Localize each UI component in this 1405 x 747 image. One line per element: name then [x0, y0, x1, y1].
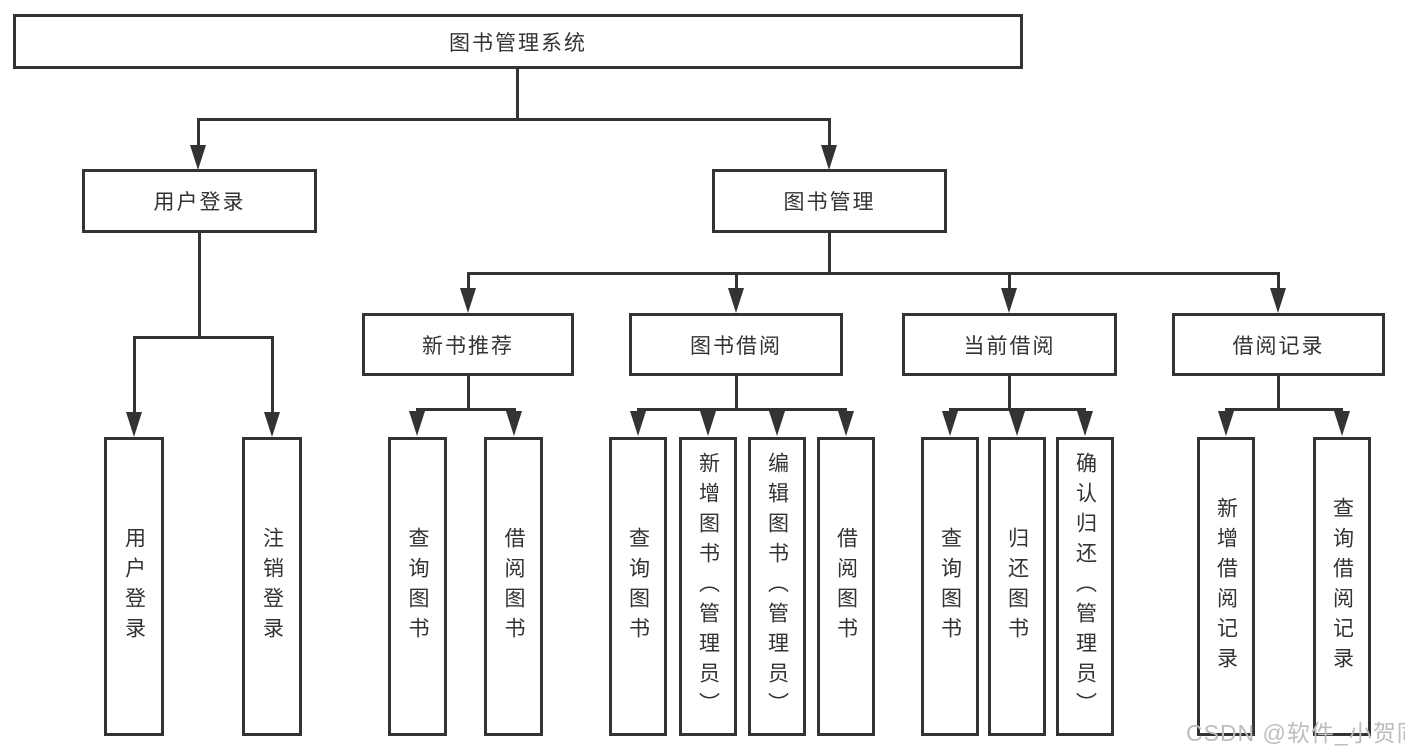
arrow-down-icon: [1009, 411, 1025, 436]
leaf-cb-return-book: 归还图书: [988, 437, 1046, 736]
leaf-nb-query-book: 查询图书: [388, 437, 447, 736]
leaf-label: 用户登录: [122, 526, 146, 647]
node-user-login: 用户登录: [82, 169, 317, 233]
node-new-book-recommend: 新书推荐: [362, 313, 574, 376]
connector-line: [197, 118, 831, 121]
connector-line: [735, 376, 738, 408]
leaf-label: 新增图书（管理员）: [696, 451, 720, 722]
connector-line: [467, 376, 470, 408]
leaf-label: 查询图书: [626, 526, 650, 647]
arrow-down-icon: [1218, 411, 1234, 436]
leaf-label: 注销登录: [260, 526, 284, 647]
node-book-management: 图书管理: [712, 169, 947, 233]
arrow-down-icon: [126, 412, 142, 437]
node-current-borrow: 当前借阅: [902, 313, 1117, 376]
arrow-down-icon: [460, 288, 476, 313]
node-root: 图书管理系统: [13, 14, 1023, 69]
leaf-cb-confirm-return-admin: 确认归还（管理员）: [1056, 437, 1114, 736]
leaf-label: 查询图书: [406, 526, 429, 647]
node-book-borrow: 图书借阅: [629, 313, 843, 376]
arrow-down-icon: [821, 145, 837, 170]
arrow-down-icon: [1077, 411, 1093, 436]
connector-line: [949, 408, 1086, 411]
connector-line: [1008, 376, 1011, 408]
leaf-label: 新增借阅记录: [1214, 496, 1238, 677]
arrow-down-icon: [1001, 288, 1017, 313]
connector-line: [467, 272, 470, 290]
arrow-down-icon: [190, 145, 206, 170]
connector-line: [197, 118, 200, 146]
node-borrow-record: 借阅记录: [1172, 313, 1385, 376]
connector-line: [828, 233, 831, 272]
connector-line: [133, 336, 273, 339]
connector-line: [271, 336, 274, 413]
leaf-bb-add-book-admin: 新增图书（管理员）: [679, 437, 737, 736]
leaf-user-login: 用户登录: [104, 437, 164, 736]
connector-line: [1225, 408, 1343, 411]
arrow-down-icon: [769, 411, 785, 436]
connector-line: [516, 69, 519, 118]
arrow-down-icon: [838, 411, 854, 436]
leaf-label: 借阅图书: [502, 526, 525, 647]
leaf-label: 查询借阅记录: [1330, 496, 1354, 677]
leaf-nb-borrow-book: 借阅图书: [484, 437, 543, 736]
connector-line: [467, 272, 1279, 275]
leaf-bb-edit-book-admin: 编辑图书（管理员）: [748, 437, 806, 736]
csdn-watermark: CSDN @软件_小贺同学: [1186, 720, 1405, 746]
connector-line: [416, 408, 516, 411]
connector-line: [1008, 272, 1011, 290]
leaf-label: 确认归还（管理员）: [1073, 451, 1097, 722]
arrow-down-icon: [506, 411, 522, 436]
connector-line: [1277, 272, 1280, 290]
connector-line: [637, 408, 847, 411]
connector-line: [828, 118, 831, 146]
connector-line: [1277, 376, 1280, 408]
arrow-down-icon: [630, 411, 646, 436]
arrow-down-icon: [1334, 411, 1350, 436]
arrow-down-icon: [409, 411, 425, 436]
connector-line: [735, 272, 738, 290]
arrow-down-icon: [1270, 288, 1286, 313]
leaf-label: 归还图书: [1005, 526, 1029, 647]
leaf-logout-login: 注销登录: [242, 437, 302, 736]
leaf-bb-borrow-book: 借阅图书: [817, 437, 875, 736]
arrow-down-icon: [942, 411, 958, 436]
leaf-label: 编辑图书（管理员）: [765, 451, 789, 722]
leaf-bb-query-book: 查询图书: [609, 437, 667, 736]
leaf-br-add-record: 新增借阅记录: [1197, 437, 1255, 736]
arrow-down-icon: [700, 411, 716, 436]
connector-line: [198, 233, 201, 336]
leaf-cb-query-book: 查询图书: [921, 437, 979, 736]
leaf-br-query-record: 查询借阅记录: [1313, 437, 1371, 736]
arrow-down-icon: [264, 412, 280, 437]
leaf-label: 查询图书: [938, 526, 962, 647]
leaf-label: 借阅图书: [834, 526, 858, 647]
connector-line: [133, 336, 136, 413]
arrow-down-icon: [728, 288, 744, 313]
